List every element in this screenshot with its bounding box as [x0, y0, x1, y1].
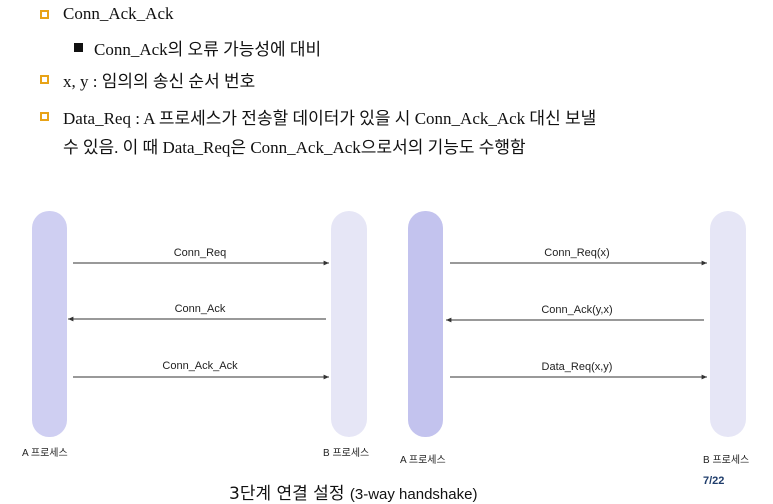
- process-a-lifeline: [408, 211, 443, 437]
- bullet-3-text: Data_Req : A 프로세스가 전송할 데이터가 있을 시 Conn_Ac…: [63, 109, 597, 128]
- bullet-3: Data_Req : A 프로세스가 전송할 데이터가 있을 시 Conn_Ac…: [40, 104, 596, 129]
- filled-square-bullet-icon: [74, 43, 83, 52]
- page-number: 7/22: [703, 475, 725, 487]
- bullet-1-text: Conn_Ack_Ack: [63, 4, 174, 23]
- message-label: Conn_Ack: [175, 303, 226, 315]
- diagram-with-sequence-numbers: Conn_Req(x) Conn_Ack(y,x) Data_Req(x,y) …: [400, 211, 749, 466]
- bullet-3-continuation: 수 있음. 이 때 Data_Req은 Conn_Ack_Ack으로서의 기능도…: [63, 138, 526, 157]
- figure-caption: 3단계 연결 설정 (3-way handshake): [229, 479, 477, 504]
- process-b-label: B 프로세스: [703, 454, 749, 466]
- process-b-label: B 프로세스: [323, 447, 369, 459]
- sub-bullet-1-text: Conn_Ack의 오류 가능성에 대비: [94, 40, 322, 59]
- process-b-lifeline: [331, 211, 367, 437]
- hollow-square-bullet-icon: [40, 112, 49, 121]
- hollow-square-bullet-icon: [40, 9, 49, 19]
- bullet-2: x, y : 임의의 송신 순서 번호: [40, 67, 255, 92]
- process-b-lifeline: [710, 211, 746, 437]
- caption-main: 3단계 연결 설정: [229, 484, 350, 504]
- caption-paren: (3-way handshake): [349, 486, 478, 503]
- hollow-square-bullet-icon: [40, 75, 49, 84]
- message-label: Conn_Ack_Ack: [162, 360, 238, 372]
- process-a-label: A 프로세스: [22, 447, 68, 459]
- bullet-2-text: x, y : 임의의 송신 순서 번호: [63, 72, 256, 91]
- message-label: Conn_Req(x): [544, 247, 609, 259]
- sub-bullet-1: Conn_Ack의 오류 가능성에 대비: [74, 35, 321, 60]
- message-label: Conn_Req: [174, 247, 227, 259]
- process-a-lifeline: [32, 211, 67, 437]
- diagram-basic: Conn_Req Conn_Ack Conn_Ack_Ack A 프로세스 B …: [22, 211, 369, 459]
- message-label: Data_Req(x,y): [542, 361, 613, 373]
- bullet-1: Conn_Ack_Ack: [40, 4, 173, 24]
- process-a-label: A 프로세스: [400, 454, 446, 466]
- message-label: Conn_Ack(y,x): [541, 304, 612, 316]
